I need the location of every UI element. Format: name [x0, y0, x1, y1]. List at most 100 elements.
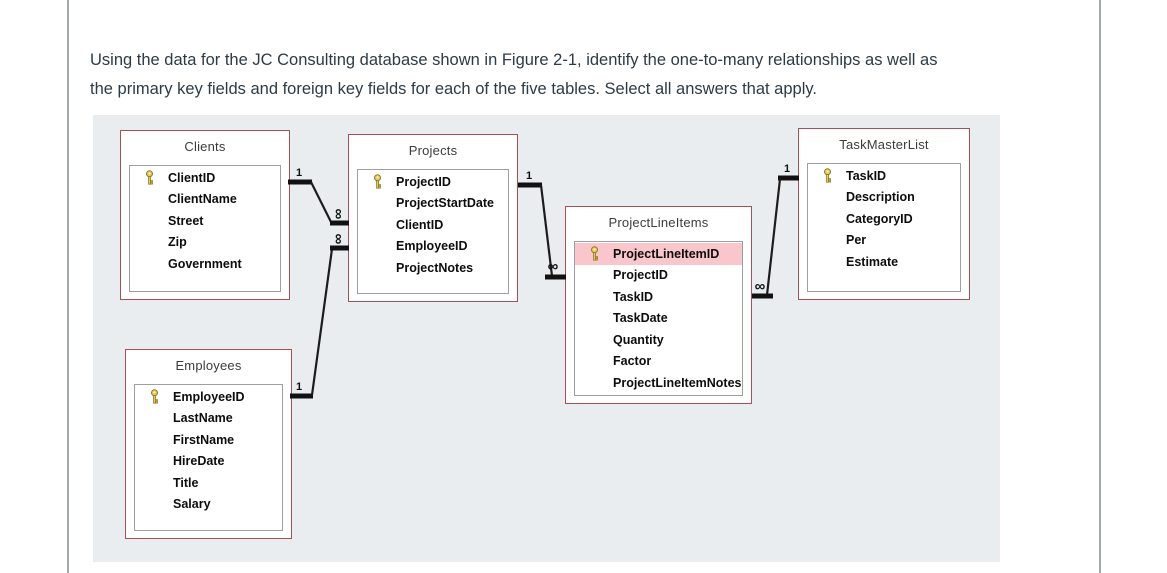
key-cell	[358, 174, 396, 189]
field-name: Description	[846, 190, 915, 205]
field-row: EmployeeID	[358, 236, 508, 258]
field-row: Government	[130, 253, 280, 275]
field-row: ClientID	[130, 167, 280, 189]
field-name: EmployeeID	[396, 239, 468, 254]
table-title: TaskMasterList	[839, 137, 929, 152]
one-label: 1	[784, 163, 790, 175]
primary-key-icon	[150, 389, 158, 404]
relationship-wire	[539, 184, 554, 277]
field-row: ProjectLineItemNotes	[575, 372, 742, 394]
table-field-list: ClientID ClientName Street Zip Governmen…	[129, 165, 281, 292]
infinity-label: ∞	[330, 234, 347, 245]
field-name: ClientID	[168, 170, 216, 185]
relationship-employees-projects: 1 ∞	[290, 234, 349, 399]
field-row: ClientName	[130, 189, 280, 211]
table-field-list: ProjectLineItemID ProjectID TaskID TaskD…	[574, 241, 743, 396]
field-name: Government	[168, 256, 242, 271]
field-name: Title	[173, 475, 199, 490]
field-name: ClientID	[396, 217, 444, 232]
table-field-list: TaskID Description CategoryID Per Estima…	[807, 163, 961, 292]
one-label: 1	[296, 167, 302, 179]
table-field-list: ProjectID ProjectStartDate ClientID Empl…	[357, 169, 509, 294]
relationship-clients-projects: 1 ∞	[288, 167, 349, 226]
field-row: Street	[130, 210, 280, 232]
field-name: EmployeeID	[173, 389, 245, 404]
key-cell	[808, 168, 846, 183]
page-left-border	[67, 0, 69, 573]
field-row: Quantity	[575, 329, 742, 351]
table-field-list: EmployeeID LastName FirstName HireDate T…	[134, 384, 283, 531]
field-name: ProjectStartDate	[396, 196, 494, 211]
table-employees: Employees EmployeeID LastName FirstName …	[125, 349, 292, 539]
table-projects: Projects ProjectID ProjectStartDate Clie…	[348, 134, 518, 302]
field-row: Salary	[135, 494, 282, 516]
one-label: 1	[296, 381, 302, 393]
table-title: Clients	[184, 139, 226, 154]
field-row: ClientID	[358, 214, 508, 236]
field-name: TaskID	[613, 289, 654, 304]
question-text: Using the data for the JC Consulting dat…	[90, 46, 1070, 104]
field-name: Estimate	[846, 254, 899, 269]
field-name: ProjectID	[396, 174, 451, 189]
key-cell	[130, 170, 168, 185]
table-clients: Clients ClientID ClientName Street Zip G…	[120, 130, 290, 300]
relationship-wire	[765, 178, 782, 296]
key-cell	[575, 246, 613, 261]
relationship-wire	[310, 181, 332, 223]
field-row: Per	[808, 230, 960, 252]
field-row: ProjectID	[575, 265, 742, 287]
field-row: ProjectNotes	[358, 257, 508, 279]
field-row: CategoryID	[808, 208, 960, 230]
field-row-highlighted: ProjectLineItemID	[575, 243, 742, 265]
primary-key-icon	[823, 168, 831, 183]
field-row: Estimate	[808, 251, 960, 273]
primary-key-icon	[590, 246, 598, 261]
field-name: TaskDate	[613, 311, 668, 326]
infinity-label: ∞	[755, 278, 766, 295]
field-name: TaskID	[846, 168, 887, 183]
field-name: CategoryID	[846, 211, 913, 226]
table-title: Employees	[175, 358, 242, 373]
primary-key-icon	[373, 174, 381, 189]
field-name: ProjectLineItemID	[613, 246, 720, 261]
field-name: HireDate	[173, 454, 225, 469]
field-row: ProjectID	[358, 171, 508, 193]
table-taskmasterlist: TaskMasterList TaskID Description Catego…	[798, 128, 970, 300]
relationship-taskmasterlist-projectlineitems: 1 ∞	[752, 163, 799, 299]
field-row: TaskID	[808, 165, 960, 187]
field-row: ProjectStartDate	[358, 193, 508, 215]
field-row: EmployeeID	[135, 386, 282, 408]
field-name: ProjectNotes	[396, 260, 474, 275]
relationship-projects-projectlineitems: 1 ∞	[518, 170, 566, 280]
field-name: Zip	[168, 235, 187, 250]
field-row: FirstName	[135, 429, 282, 451]
field-row: LastName	[135, 408, 282, 430]
table-projectlineitems: ProjectLineItems ProjectLineItemID Proje…	[565, 206, 752, 404]
question-line-2: the primary key fields and foreign key f…	[90, 80, 817, 98]
field-row: Title	[135, 472, 282, 494]
relationship-wire	[310, 248, 334, 396]
infinity-label: ∞	[548, 258, 559, 275]
field-row: Zip	[130, 232, 280, 254]
field-name: FirstName	[173, 432, 235, 447]
table-title: Projects	[408, 143, 458, 158]
field-row: TaskDate	[575, 308, 742, 330]
field-name: Factor	[613, 354, 652, 369]
field-row: HireDate	[135, 451, 282, 473]
field-name: Salary	[173, 497, 211, 512]
field-name: Per	[846, 233, 867, 248]
field-row: Factor	[575, 351, 742, 373]
field-row: Description	[808, 187, 960, 209]
key-cell	[135, 389, 173, 404]
infinity-label: ∞	[330, 209, 347, 220]
field-name: Street	[168, 213, 204, 228]
primary-key-icon	[145, 170, 153, 185]
field-name: ProjectID	[613, 268, 668, 283]
field-name: ProjectLineItemNotes	[613, 375, 742, 390]
field-row: TaskID	[575, 286, 742, 308]
page-right-border	[1099, 0, 1101, 573]
field-name: LastName	[173, 411, 233, 426]
field-name: ClientName	[168, 192, 237, 207]
relationship-diagram-figure: Clients ClientID ClientName Street Zip G…	[93, 115, 1000, 562]
question-line-1: Using the data for the JC Consulting dat…	[90, 51, 938, 69]
